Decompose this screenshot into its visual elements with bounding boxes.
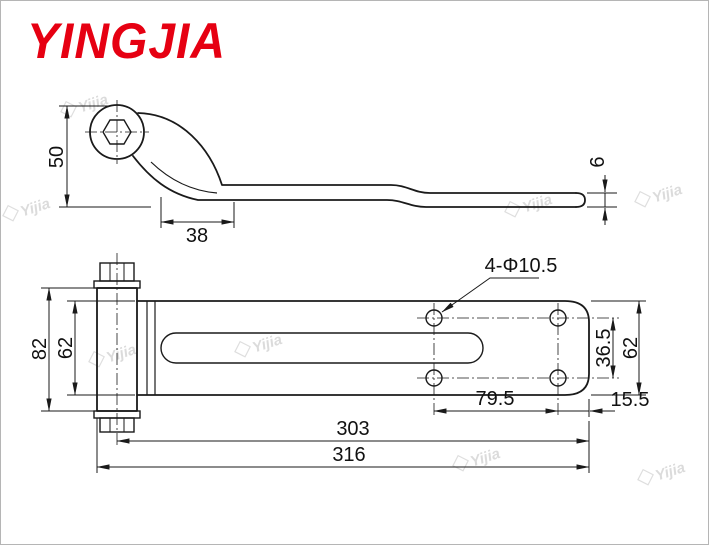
dim-text-303: 303 [336, 418, 369, 440]
watermark: Yijia [88, 341, 138, 368]
watermark-diamond-icon [2, 204, 19, 222]
hole-callout-text: 4-Φ10.5 [485, 255, 558, 277]
dim-text-50: 50 [46, 146, 68, 168]
dim-text-36-5: 36.5 [593, 329, 615, 368]
mounting-hole [549, 369, 567, 387]
watermark-diamond-icon [452, 454, 469, 472]
mounting-hole [549, 309, 567, 327]
dim-end-15-5: 15.5 [558, 389, 649, 417]
watermark-text: Yijia [250, 331, 284, 357]
dim-text-15-5: 15.5 [611, 389, 650, 411]
watermark-diamond-icon [60, 100, 77, 118]
mounting-hole [425, 309, 443, 327]
dim-plate-82: 82 [29, 287, 95, 412]
dim-text-79-5: 79.5 [476, 388, 515, 410]
watermark-diamond-icon [634, 190, 651, 208]
strap-outline [136, 300, 590, 396]
mounting-hole [425, 369, 443, 387]
dim-holes-79-5: 79.5 [433, 388, 559, 414]
watermark: Yijia [634, 181, 684, 208]
pin-nut-bottom [99, 417, 135, 433]
dim-text-316: 316 [332, 444, 365, 466]
dim-length-303: 303 [116, 418, 590, 448]
dim-text-6: 6 [587, 156, 609, 167]
watermark-text: Yijia [650, 181, 684, 207]
watermark-text: Yijia [520, 191, 554, 217]
dim-strap-62-right: 62 [591, 300, 646, 396]
dim-height-50: 50 [46, 105, 151, 208]
dim-text-62-right: 62 [620, 337, 642, 359]
hole-callout: 4-Φ10.5 [441, 255, 558, 313]
watermark: Yijia [234, 331, 284, 358]
arm-bend-inner-line [150, 161, 218, 194]
dim-base-38: 38 [160, 197, 235, 247]
watermark-text: Yijia [18, 195, 52, 221]
dim-overall-316: 316 [96, 418, 590, 473]
watermark-text: Yijia [104, 341, 138, 367]
watermark-diamond-icon [637, 468, 654, 486]
watermark: Yijia [2, 195, 52, 222]
brand-logo: YINGJIA [27, 14, 227, 70]
arm-lower-profile [132, 155, 577, 208]
strap-tip-cap [575, 192, 586, 208]
plan-view: 4-Φ10.5 82 62 36.5 [29, 253, 649, 473]
dim-strap-62-left: 62 [55, 300, 135, 396]
watermark: Yijia [637, 459, 687, 486]
watermark-diamond-icon [88, 350, 105, 368]
dim-text-82: 82 [29, 338, 51, 360]
strap-slot [160, 332, 484, 364]
dim-text-38: 38 [186, 225, 208, 247]
side-view: 50 38 6 [46, 100, 617, 247]
watermark: Yijia [504, 191, 554, 218]
dim-text-62-left: 62 [55, 337, 77, 359]
watermark-diamond-icon [234, 340, 251, 358]
arm-upper-profile [137, 112, 577, 194]
watermark: Yijia [452, 445, 502, 472]
hinge-knuckle-outline [89, 104, 145, 160]
hex-bolt-head [102, 119, 132, 145]
dim-thickness-6: 6 [587, 156, 617, 225]
dim-holes-36-5: 36.5 [593, 317, 616, 379]
watermark-diamond-icon [504, 200, 521, 218]
watermark-text: Yijia [653, 459, 687, 485]
leader-line [441, 277, 539, 313]
watermark-text: Yijia [76, 91, 110, 117]
